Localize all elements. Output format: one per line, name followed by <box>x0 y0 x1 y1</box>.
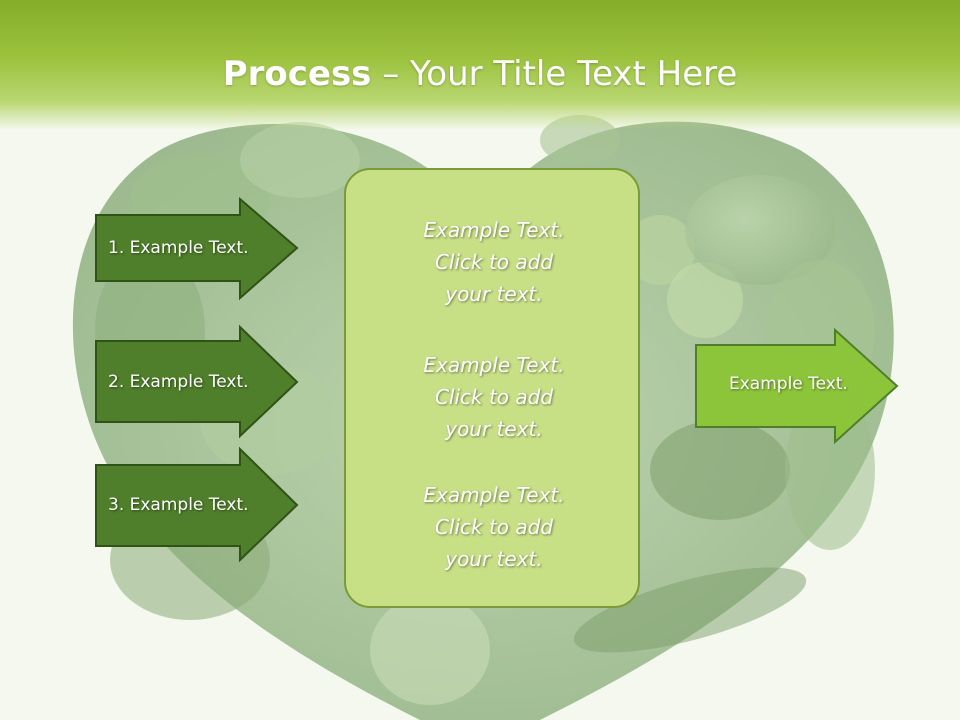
paragraph-line: Click to add <box>434 515 554 539</box>
paragraph-line: your text. <box>445 417 543 441</box>
arrow-shape <box>695 327 899 445</box>
paragraph-line: Click to add <box>434 250 554 274</box>
box-paragraph-1: Example Text. Click to add your text. <box>346 214 642 310</box>
box-paragraph-3: Example Text. Click to add your text. <box>346 479 642 575</box>
title-bar <box>0 0 960 130</box>
result-label: Example Text. <box>729 374 848 394</box>
paragraph-line: Example Text. <box>423 483 565 507</box>
result-arrow[interactable]: Example Text. <box>695 327 900 445</box>
paragraph-line: Click to add <box>434 385 554 409</box>
paragraph-line: your text. <box>445 282 543 306</box>
step-label-3: 3. Example Text. <box>108 495 249 515</box>
arrow-shape <box>95 324 299 439</box>
box-paragraph-2: Example Text. Click to add your text. <box>346 349 642 445</box>
center-text-box[interactable]: Example Text. Click to add your text. Ex… <box>344 168 640 608</box>
step-arrow-3[interactable]: 3. Example Text. <box>95 446 300 563</box>
step-arrow-1[interactable]: 1. Example Text. <box>95 196 300 301</box>
title-rest: – Your Title Text Here <box>371 54 738 94</box>
step-label-2: 2. Example Text. <box>108 372 249 392</box>
paragraph-line: your text. <box>445 547 543 571</box>
arrow-shape <box>95 196 299 301</box>
slide-title: Process – Your Title Text Here <box>0 52 960 96</box>
step-label-1: 1. Example Text. <box>108 238 249 258</box>
paragraph-line: Example Text. <box>423 353 565 377</box>
paragraph-line: Example Text. <box>423 218 565 242</box>
step-arrow-2[interactable]: 2. Example Text. <box>95 324 300 439</box>
arrow-shape <box>95 446 299 563</box>
title-bold: Process <box>222 54 372 94</box>
